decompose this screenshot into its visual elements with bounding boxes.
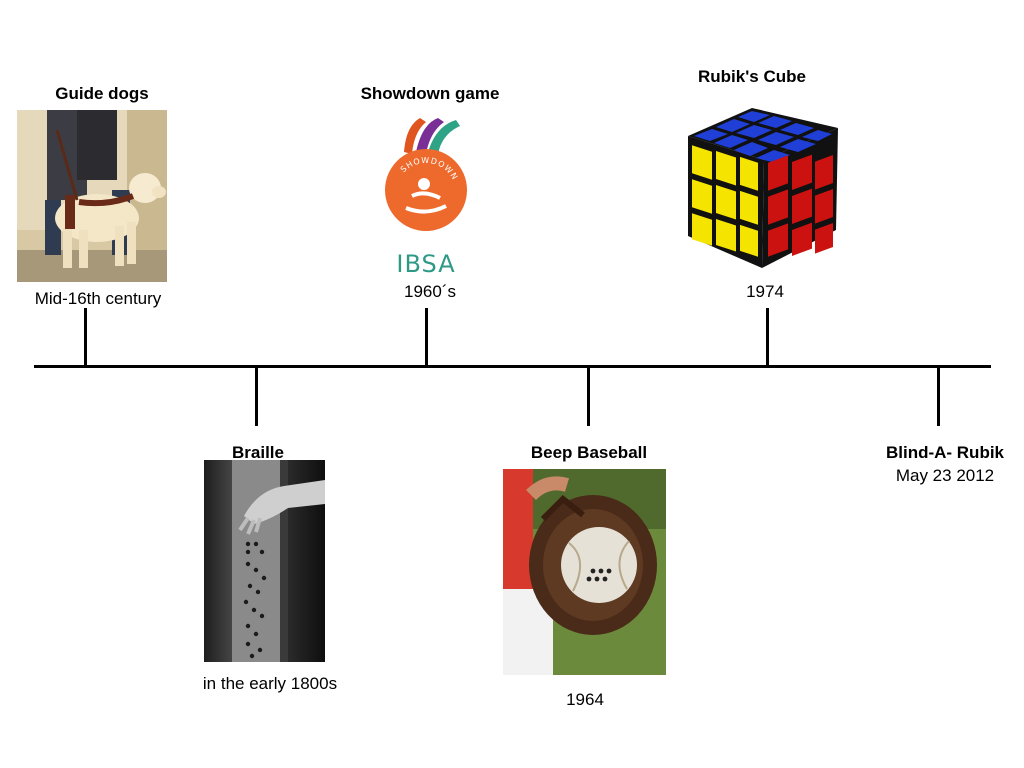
tick-braille <box>255 366 258 426</box>
event-title-guide-dogs: Guide dogs <box>55 84 149 103</box>
event-title-blind-a-rubik: Blind-A- Rubik <box>885 443 1005 462</box>
guide-dog-image <box>17 110 167 282</box>
event-date-braille: in the early 1800s <box>202 674 338 693</box>
event-title-braille: Braille <box>232 443 284 462</box>
timeline-axis <box>34 365 991 368</box>
event-title-rubiks-cube: Rubik's Cube <box>698 67 806 86</box>
ibsa-logo-text: IBSA <box>396 250 455 278</box>
tick-blind-a-rubik <box>937 366 940 426</box>
showdown-logo-image: SHOWDOWN IBSA <box>376 112 474 280</box>
event-date-showdown: 1960´s <box>404 282 456 301</box>
event-date-rubiks-cube: 1974 <box>746 282 784 301</box>
tick-rubiks-cube <box>766 308 769 367</box>
tick-beep-baseball <box>587 366 590 426</box>
event-date-guide-dogs: Mid-16th century <box>34 289 162 308</box>
tick-showdown <box>425 308 428 367</box>
tick-guide-dogs <box>84 308 87 367</box>
showdown-circle <box>385 149 467 231</box>
event-date-blind-a-rubik: May 23 2012 <box>895 466 995 485</box>
rubiks-cube-image <box>682 102 845 272</box>
braille-image <box>204 460 325 662</box>
event-date-beep-baseball: 1964 <box>566 690 604 709</box>
event-title-beep-baseball: Beep Baseball <box>530 443 648 462</box>
beep-baseball-image <box>503 469 666 675</box>
event-title-showdown: Showdown game <box>360 84 500 103</box>
